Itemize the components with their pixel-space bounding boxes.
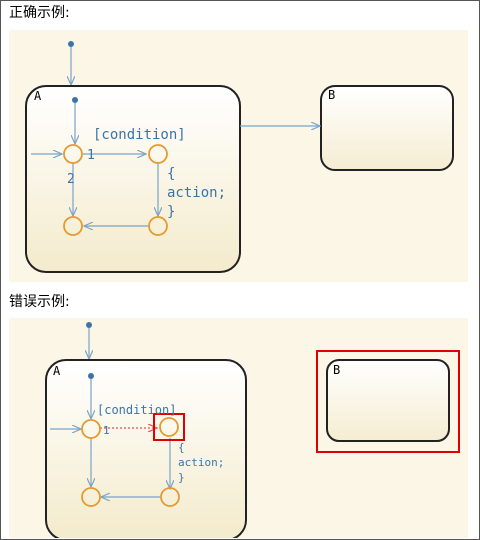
order-1-label: 1 (103, 424, 110, 437)
state-b-label: B (328, 88, 335, 102)
default-transition-dot (68, 41, 74, 47)
junction-top-left[interactable] (81, 419, 101, 439)
action-open-brace: { (167, 166, 175, 182)
action-close-brace: } (178, 471, 185, 484)
state-b-label: B (333, 363, 340, 377)
order-1-label: 1 (87, 148, 95, 163)
state-a-label: A (53, 364, 61, 378)
order-2-label: 2 (67, 172, 75, 187)
action-open-brace: { (178, 441, 185, 454)
correct-example-diagram: A B [condition] 1 2 { action; } (9, 30, 468, 282)
inner-default-dot (88, 373, 94, 379)
state-b[interactable] (326, 359, 450, 442)
action-label: action; (178, 456, 224, 469)
junction-top-right[interactable] (159, 417, 179, 437)
incorrect-example-heading: 错误示例: (9, 294, 70, 310)
inner-default-dot (72, 97, 78, 103)
condition-label: [condition] (97, 403, 176, 417)
junction-error-highlight (153, 413, 185, 441)
default-transition-dot (86, 322, 92, 328)
state-b[interactable] (320, 85, 454, 171)
junction-top-left[interactable] (63, 144, 83, 164)
junction-bottom-left[interactable] (81, 487, 101, 507)
action-close-brace: } (167, 204, 175, 220)
incorrect-example-diagram: A B [condition] 1 { action; } (9, 318, 468, 538)
state-a-label: A (34, 89, 42, 103)
state-a[interactable] (45, 359, 247, 538)
junction-bottom-right[interactable] (160, 487, 180, 507)
condition-label: [condition] (93, 127, 186, 143)
junction-top-right[interactable] (148, 144, 168, 164)
correct-example-heading: 正确示例: (9, 5, 70, 21)
state-b-error-highlight (316, 350, 460, 453)
action-label: action; (167, 185, 226, 201)
junction-bottom-right[interactable] (148, 216, 168, 236)
junction-bottom-left[interactable] (63, 216, 83, 236)
state-a[interactable] (25, 85, 241, 273)
